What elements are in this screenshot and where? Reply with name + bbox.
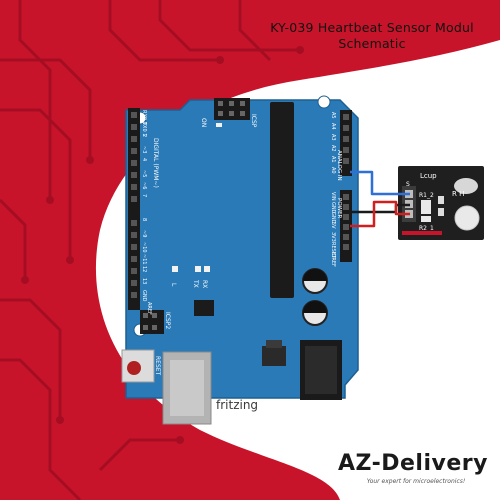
- digital-label: DIGITAL (PWM~): [152, 138, 159, 188]
- brand-name: AZ-Delivery: [338, 451, 488, 476]
- pin-label: TX0 1: [141, 121, 147, 136]
- analog-pin-labels: A5 A4 A3 A2 A1 A0: [330, 112, 336, 174]
- pin-label: VIN: [330, 192, 336, 201]
- brand-tagline: Your expert for microelectronics!: [366, 478, 466, 485]
- led-label-tx: TX: [192, 279, 199, 288]
- icsp-label: ICSP: [250, 114, 257, 128]
- pin-label: 13: [141, 278, 147, 284]
- pin-label: AREF: [146, 302, 152, 315]
- sensor-resistor-r1: R1_2: [419, 192, 434, 199]
- ky039-sensor-module: Lcup S R1_2 R2_1 R H: [398, 166, 484, 240]
- power-wire: [350, 200, 410, 228]
- icsp2-label: ICSP2: [164, 312, 171, 329]
- pin-label: 5V: [330, 222, 336, 229]
- pin-label: A5: [330, 112, 336, 119]
- analog-label: ANALOG IN: [336, 150, 342, 181]
- pin-label: 4: [141, 158, 147, 161]
- pin-label: A1: [330, 156, 336, 163]
- pin-label: ~10: [141, 242, 147, 253]
- led-label-l: L: [170, 283, 177, 287]
- pin-label: A0: [330, 167, 336, 174]
- reset-label: RESET: [154, 356, 161, 376]
- pin-label: GND: [330, 212, 336, 224]
- on-label: ON: [200, 118, 207, 127]
- arduino-board: [121, 95, 359, 425]
- pin-label: A2: [330, 145, 336, 152]
- wires: [350, 170, 410, 228]
- pin-label: 3V3: [330, 232, 336, 242]
- led-label-rx: RX: [201, 280, 208, 288]
- pin-label: ~3: [141, 146, 147, 153]
- digital-pin-labels: RX0 0 TX0 1 2 ~3 4 ~5 ~6 7 8 ~9 ~10 ~11 …: [141, 110, 152, 315]
- signal-wire: [350, 170, 410, 196]
- sensor-resistor-r2: R2_1: [419, 225, 434, 232]
- pin-label: RESET: [330, 242, 336, 259]
- pin-label: GND: [330, 202, 336, 214]
- pin-label: RX0 0: [141, 110, 147, 125]
- title-line-1: KY-039 Heartbeat Sensor Modul: [270, 20, 474, 35]
- pin-label: ~11: [141, 254, 147, 265]
- power-label: POWER: [336, 198, 342, 219]
- pin-label: 12: [141, 266, 147, 272]
- sensor-lcup-label: Lcup: [420, 172, 437, 180]
- pin-label: ~6: [141, 182, 147, 189]
- pin-label: 2: [141, 134, 147, 137]
- brand-logo: AZ-Delivery Your expert for microelectro…: [338, 452, 488, 492]
- pin-label: ~9: [141, 230, 147, 237]
- sensor-pin-s: S: [406, 181, 410, 188]
- pin-label: A3: [330, 134, 336, 141]
- sensor-side-label: R H: [452, 190, 464, 198]
- pin-label: IOREF: [330, 252, 336, 267]
- pin-label: ~5: [141, 170, 147, 177]
- pin-label: 7: [141, 194, 147, 197]
- pin-label: 8: [141, 218, 147, 221]
- page-title: KY-039 Heartbeat Sensor Modul Schematic: [258, 20, 486, 52]
- fritzing-watermark: fritzing: [216, 398, 259, 412]
- pin-label: GND: [141, 290, 147, 302]
- power-pin-labels: VIN GND GND 5V 3V3 RESET IOREF: [330, 192, 336, 267]
- pin-label: A4: [330, 123, 336, 130]
- title-line-2: Schematic: [338, 36, 406, 51]
